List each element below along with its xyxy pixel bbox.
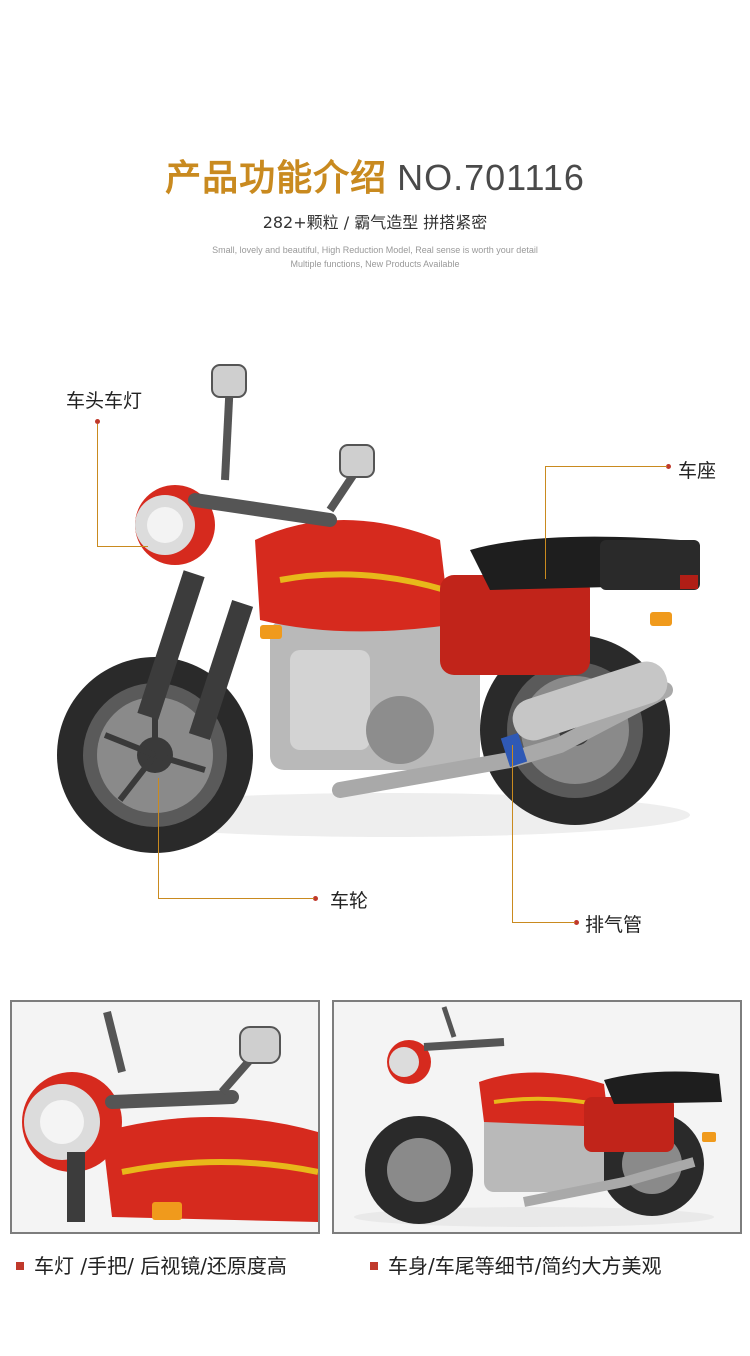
motorcycle-image bbox=[57, 364, 700, 853]
callout-headlight-dot bbox=[95, 419, 100, 424]
description: Small, lovely and beautiful, High Reduct… bbox=[0, 243, 750, 271]
caption-left: 车灯 /手把/ 后视镜/还原度高 bbox=[16, 1250, 287, 1279]
callout-seat-dot bbox=[666, 464, 671, 469]
description-line-1: Small, lovely and beautiful, High Reduct… bbox=[212, 245, 538, 255]
caption-right-marker bbox=[370, 1261, 378, 1270]
detail-panel-left bbox=[10, 1000, 320, 1234]
caption-left-marker bbox=[16, 1261, 24, 1270]
caption-right: 车身/车尾等细节/简约大方美观 bbox=[370, 1250, 661, 1279]
description-line-2: Multiple functions, New Products Availab… bbox=[290, 259, 460, 269]
detail-image-left bbox=[12, 1002, 318, 1232]
model-number: NO.701116 bbox=[397, 157, 585, 198]
callout-exhaust-line bbox=[512, 745, 575, 923]
title-chinese: 产品功能介绍 bbox=[165, 158, 388, 199]
callout-exhaust: 排气管 bbox=[585, 914, 643, 936]
callout-seat: 车座 bbox=[678, 460, 717, 482]
caption-left-text: 车灯 /手把/ 后视镜/还原度高 bbox=[34, 1254, 287, 1278]
callout-wheel: 车轮 bbox=[330, 890, 369, 912]
subtitle: 282+颗粒 / 霸气造型 拼搭紧密 bbox=[262, 213, 488, 232]
callout-wheel-dot bbox=[313, 896, 318, 901]
callout-headlight: 车头车灯 bbox=[66, 390, 143, 412]
callout-headlight-line bbox=[97, 424, 148, 547]
callout-wheel-line bbox=[158, 778, 314, 899]
callout-seat-line bbox=[545, 466, 667, 579]
detail-panel-right bbox=[332, 1000, 742, 1234]
detail-image-right bbox=[334, 1002, 740, 1232]
caption-right-text: 车身/车尾等细节/简约大方美观 bbox=[388, 1254, 662, 1278]
callout-exhaust-dot bbox=[574, 920, 579, 925]
